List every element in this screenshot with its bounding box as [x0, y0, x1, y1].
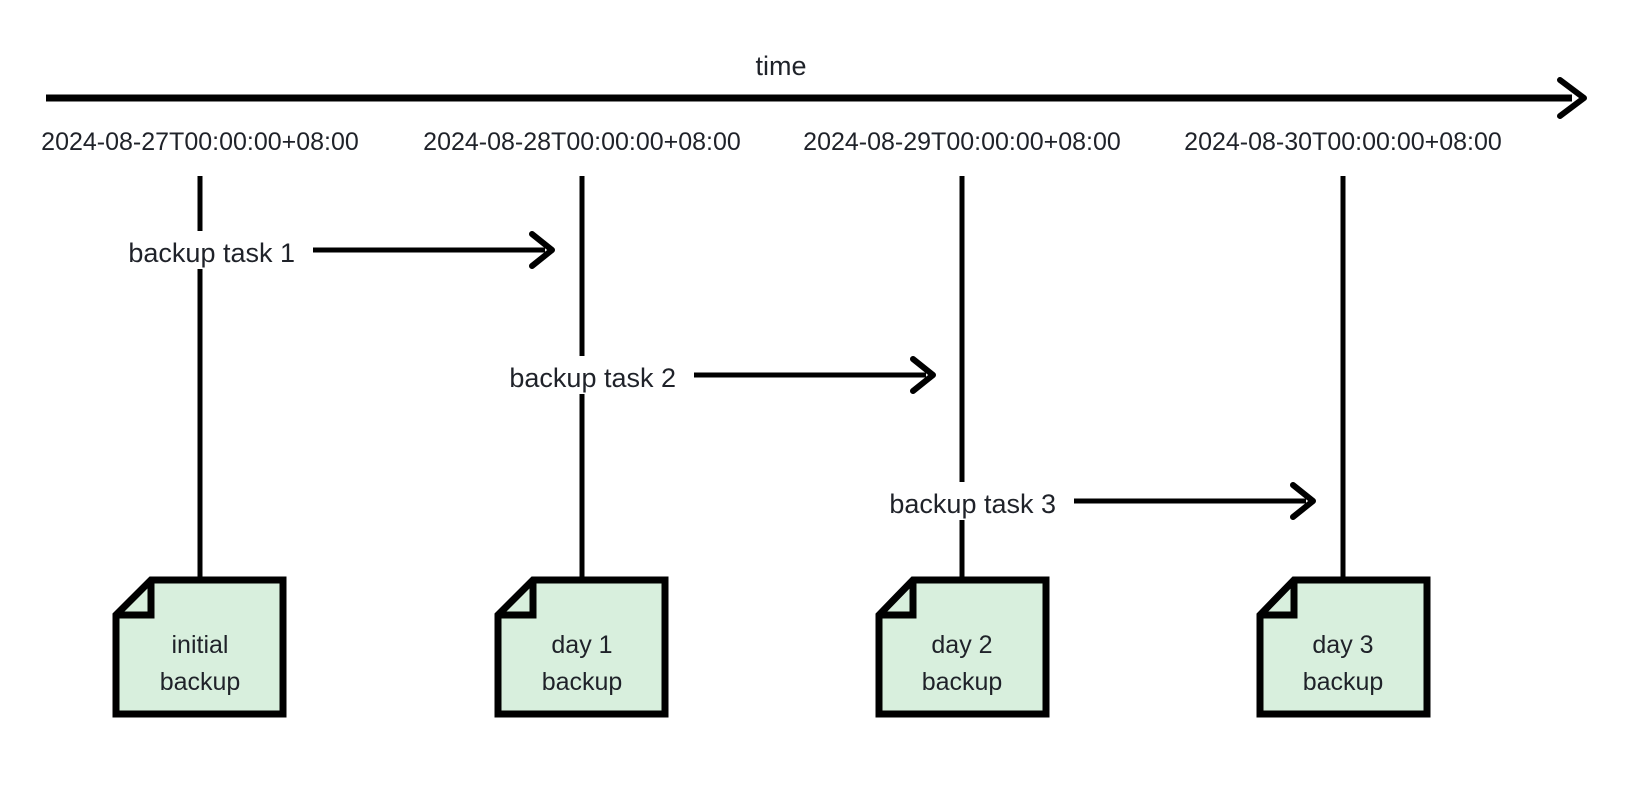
task-2-group: backup task 2 [509, 356, 936, 394]
task-1-arrow-head-icon [529, 231, 555, 269]
time-axis-title: time [755, 51, 806, 81]
task-1-label: backup task 1 [128, 238, 295, 268]
note-1-line-2: backup [542, 668, 623, 696]
note-day-3-backup[interactable]: day 3 backup [1256, 576, 1431, 718]
note-0-line-1: initial [172, 631, 229, 659]
note-day-2-backup[interactable]: day 2 backup [875, 576, 1050, 718]
task-2-arrow-head-icon [910, 356, 936, 394]
task-3-group: backup task 3 [889, 482, 1316, 520]
note-1-shape [494, 576, 669, 718]
note-0-shape [112, 576, 287, 718]
tick-label-2: 2024-08-29T00:00:00+08:00 [803, 128, 1121, 156]
note-2-fold-corner-icon [879, 580, 917, 619]
lifelines-group [197, 176, 1346, 580]
note-0-fold-corner-icon [116, 580, 155, 619]
tick-label-1: 2024-08-28T00:00:00+08:00 [423, 128, 741, 156]
note-2-line-2: backup [922, 668, 1003, 696]
tick-label-0: 2024-08-27T00:00:00+08:00 [41, 128, 359, 156]
tick-labels-group: 2024-08-27T00:00:00+08:00 2024-08-28T00:… [41, 128, 1502, 156]
note-3-line-1: day 3 [1312, 631, 1373, 659]
task-3-arrow-head-icon [1290, 482, 1316, 520]
note-day-1-backup[interactable]: day 1 backup [494, 576, 669, 718]
task-1-group: backup task 1 [128, 231, 555, 269]
note-2-shape [875, 576, 1050, 718]
tick-label-3: 2024-08-30T00:00:00+08:00 [1184, 128, 1502, 156]
note-2-line-1: day 2 [931, 631, 992, 659]
time-axis-group: time [46, 51, 1587, 119]
note-initial-backup[interactable]: initial backup [112, 576, 287, 718]
task-3-label: backup task 3 [889, 489, 1056, 519]
note-0-line-2: backup [160, 668, 241, 696]
time-axis-arrow-icon [1557, 77, 1587, 119]
note-3-line-2: backup [1303, 668, 1384, 696]
note-1-line-1: day 1 [551, 631, 612, 659]
task-2-label: backup task 2 [509, 363, 676, 393]
note-3-shape [1256, 576, 1431, 718]
note-1-fold-corner-icon [498, 580, 537, 619]
note-3-fold-corner-icon [1260, 580, 1298, 619]
